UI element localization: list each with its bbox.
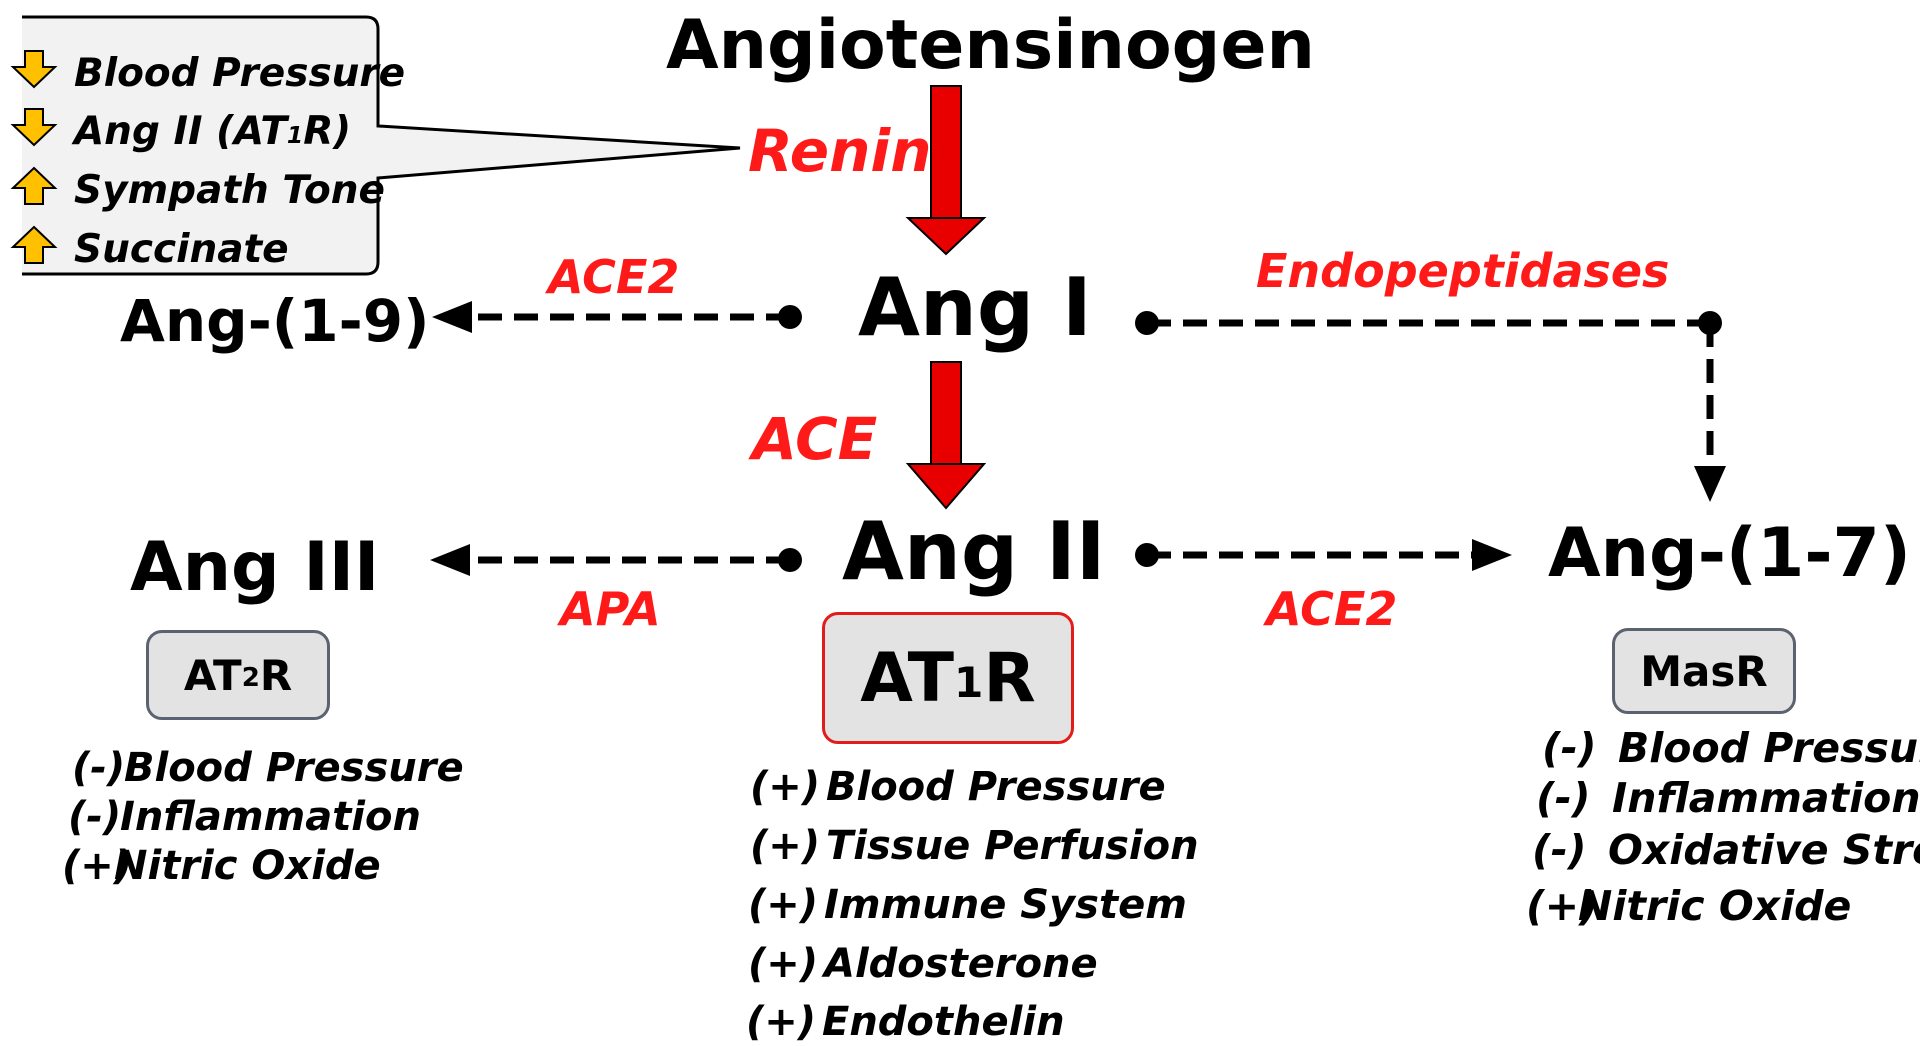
renin-label: Renin <box>748 117 932 185</box>
ang-1-9-label: Ang-(1-9) <box>120 287 430 355</box>
ang-iii-label: Ang III <box>130 528 380 607</box>
callout-item: Sympath Tone <box>10 166 385 213</box>
ang-ii-label: Ang II <box>842 505 1106 598</box>
ace2-label-top: ACE2 <box>548 250 680 304</box>
at1r-effect: (+)Tissue Perfusion <box>750 823 1199 869</box>
ace2-label-bottom: ACE2 <box>1266 582 1398 636</box>
endopeptidases-label: Endopeptidases <box>1256 244 1670 298</box>
masr-effect: (+)Nitric Oxide <box>1526 882 1852 930</box>
at2r-effect: (-)Inflammation <box>68 794 421 840</box>
up-arrow-icon <box>10 166 58 216</box>
down-arrow-icon <box>10 107 58 157</box>
ace-arrow <box>905 361 987 510</box>
at1r-effect: (+)Aldosterone <box>748 941 1098 987</box>
at1r-effect: (+)Immune System <box>748 882 1187 928</box>
angiotensinogen-label: Angiotensinogen <box>666 6 1315 85</box>
ace2-arrow-bottom <box>1135 539 1512 571</box>
masr-effect: (-)Blood Pressure <box>1542 724 1920 772</box>
endopeptidase-arrow <box>1135 311 1726 502</box>
ang-i-label: Ang I <box>858 261 1092 354</box>
up-arrow-shape <box>10 225 58 264</box>
masr-effect: (-)Inflammation <box>1536 774 1920 822</box>
down-arrow-icon <box>10 49 58 99</box>
at2r-effect: (-)Blood Pressure <box>72 745 464 791</box>
masr-effect: (-)Oxidative Stress <box>1532 826 1920 874</box>
ace-label: ACE <box>752 405 878 473</box>
at1r-effect: (+)Blood Pressure <box>750 764 1166 810</box>
up-arrow-icon <box>10 225 58 275</box>
apa-arrow <box>430 544 802 576</box>
up-arrow-shape <box>10 166 58 205</box>
at2r-effect: (+)Nitric Oxide <box>62 843 381 889</box>
apa-label: APA <box>560 582 661 636</box>
callout-item: Succinate <box>10 225 289 272</box>
renin-arrow <box>905 85 987 256</box>
callout-item: Blood Pressure <box>10 49 405 96</box>
down-arrow-shape <box>10 49 58 88</box>
ace2-arrow-top <box>432 301 802 333</box>
down-arrow-shape <box>10 107 58 146</box>
masr-box: MasR <box>1612 628 1796 714</box>
at1r-effect: (+)Endothelin <box>746 999 1065 1045</box>
callout-bubble <box>22 15 741 276</box>
ang-1-7-label: Ang-(1-7) <box>1548 514 1911 593</box>
